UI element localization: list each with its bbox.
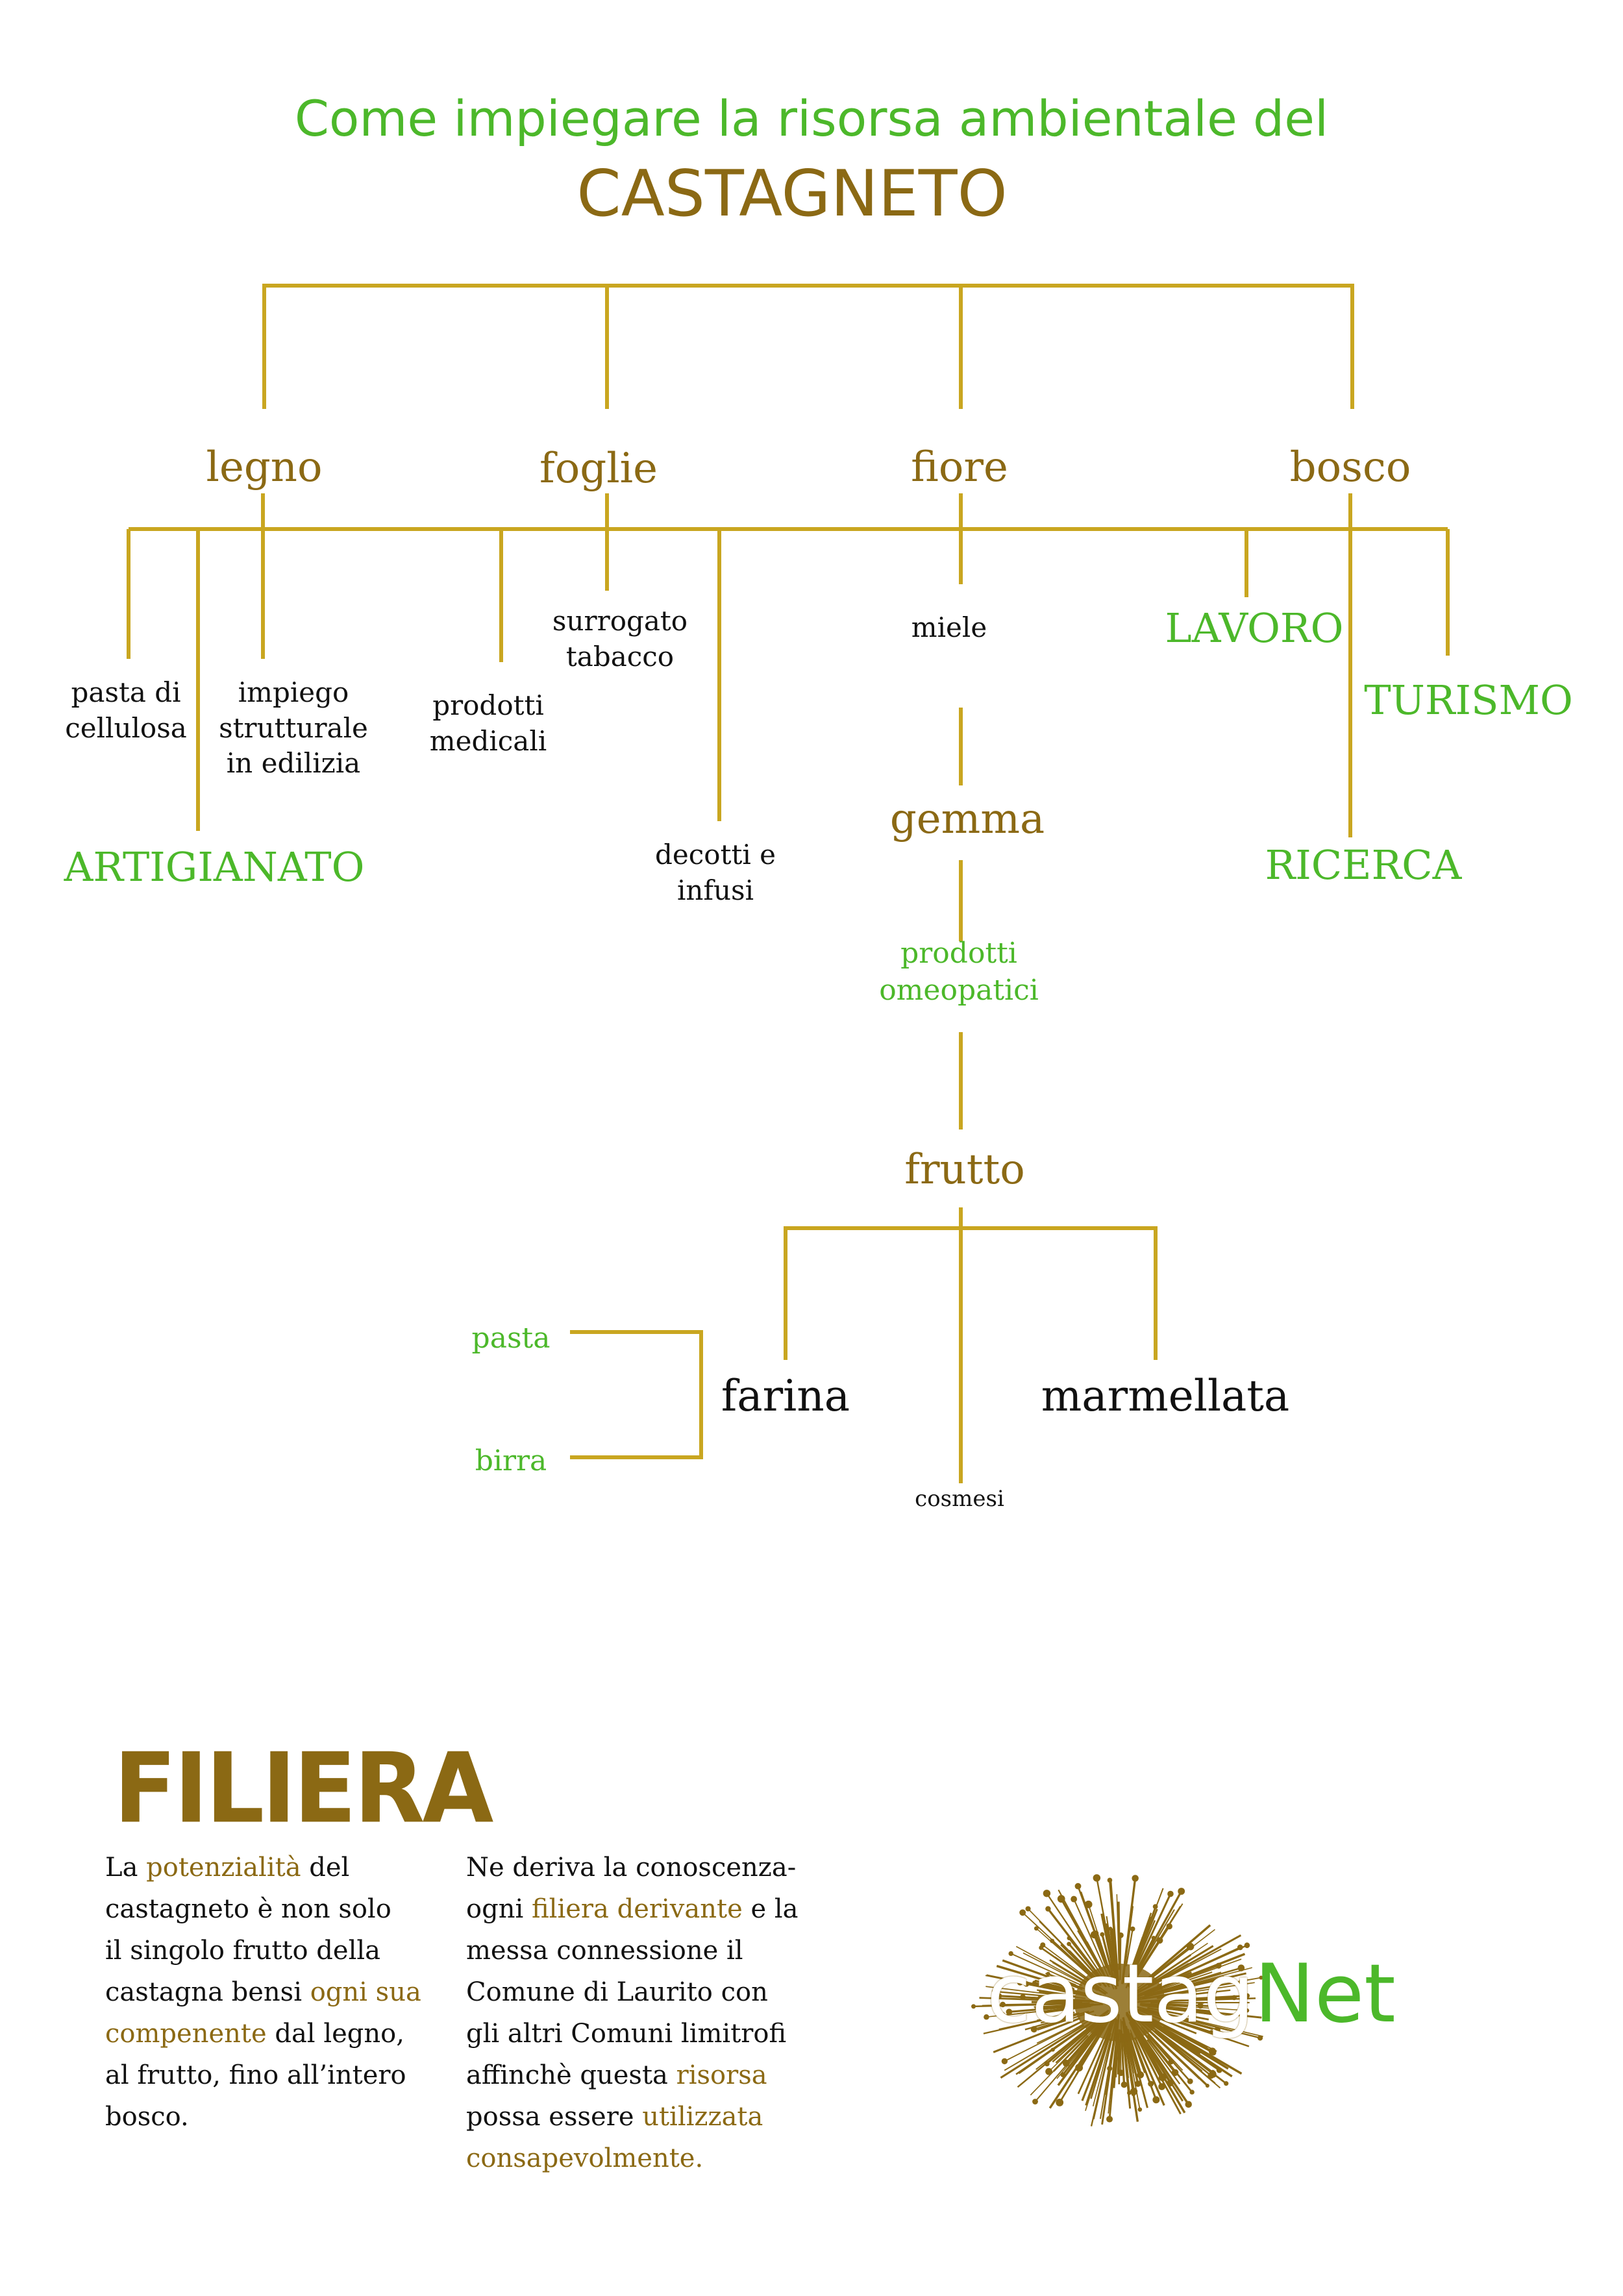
highlighted-text: filiera derivante [531,1894,743,1924]
paragraph-text: bosco. [105,2102,189,2132]
paragraph-line: messa connessione il [466,1930,798,1971]
castagnet-logo-burst [971,1874,1263,2127]
leaf-cosmesi: cosmesi [915,1486,1004,1512]
highlighted-text: consapevolmente. [466,2143,704,2173]
highlighted-text: risorsa [676,2060,767,2090]
filiera-heading: FILIERA [114,1732,493,1845]
paragraph-text: castagna bensi [105,1977,310,2007]
paragraph-line: gli altri Comuni limitrofi [466,2013,798,2055]
paragraph-text: dal legno, [266,2019,404,2049]
filiera-paragraph-2: Ne deriva la conoscenza-ogni filiera der… [466,1847,798,2179]
title-castagneto: CASTAGNETO [576,157,1008,231]
highlighted-text: compenente [105,2019,267,2049]
highlighted-text: utilizzata [642,2102,763,2132]
node-bosco: bosco [1289,443,1411,491]
paragraph-text: Comune di Laurito con [466,1977,768,2007]
leaf-marmellata: marmellata [1041,1371,1290,1421]
paragraph-line: bosco. [105,2096,421,2138]
paragraph-text: il singolo frutto della [105,1936,381,1966]
node-foglie: foglie [539,445,658,493]
paragraph-line: Comune di Laurito con [466,1971,798,2013]
paragraph-text: possa essere [466,2102,643,2132]
paragraph-text: affinchè questa [466,2060,676,2090]
paragraph-line: La potenzialità del [105,1847,421,1888]
leaf-ricerca: RICERCA [1265,841,1462,889]
paragraph-text: messa connessione il [466,1936,743,1966]
paragraph-line: Ne deriva la conoscenza- [466,1847,798,1888]
node-frutto: frutto [904,1146,1025,1194]
node-legno: legno [206,443,323,491]
paragraph-text: La [105,1853,147,1882]
leaf-pasta: pasta [471,1322,551,1355]
highlighted-text: ogni sua [310,1977,421,2007]
paragraph-line: ogni filiera derivante e la [466,1888,798,1930]
leaf-artigianato: ARTIGIANATO [64,843,365,891]
highlighted-text: potenzialità [146,1853,301,1882]
node-fiore: fiore [911,443,1008,491]
title-line1: Come impiegare la risorsa ambientale del [294,90,1329,147]
paragraph-line: possa essere utilizzata [466,2096,798,2138]
paragraph-text: e la [742,1894,799,1924]
node-gemma: gemma [889,795,1045,843]
leaf-lavoro: LAVORO [1165,604,1344,652]
filiera-paragraph-1: La potenzialità del castagneto è non solo… [105,1847,421,2138]
paragraph-text: gli altri Comuni limitrofi [466,2019,787,2049]
leaf-miele: miele [911,611,987,643]
paragraph-text: castagneto è non solo [105,1894,391,1924]
paragraph-line: compenente dal legno, [105,2013,421,2055]
paragraph-line: il singolo frutto della [105,1930,421,1971]
paragraph-line: castagneto è non solo [105,1888,421,1930]
paragraph-line: al frutto, fino all’intero [105,2055,421,2096]
paragraph-text: al frutto, fino all’intero [105,2060,406,2090]
leaf-turismo: TURISMO [1364,676,1573,724]
paragraph-line: consapevolmente. [466,2138,798,2179]
paragraph-text: ogni [466,1894,532,1924]
leaf-farina: farina [721,1371,850,1421]
paragraph-line: castagna bensi ogni sua [105,1971,421,2013]
paragraph-line: affinchè questa risorsa [466,2055,798,2096]
paragraph-text: del [301,1853,350,1882]
leaf-birra: birra [475,1444,547,1477]
paragraph-text: Ne deriva la conoscenza- [466,1853,797,1882]
castagnet-logo-text: castagNet [987,1947,1396,2041]
